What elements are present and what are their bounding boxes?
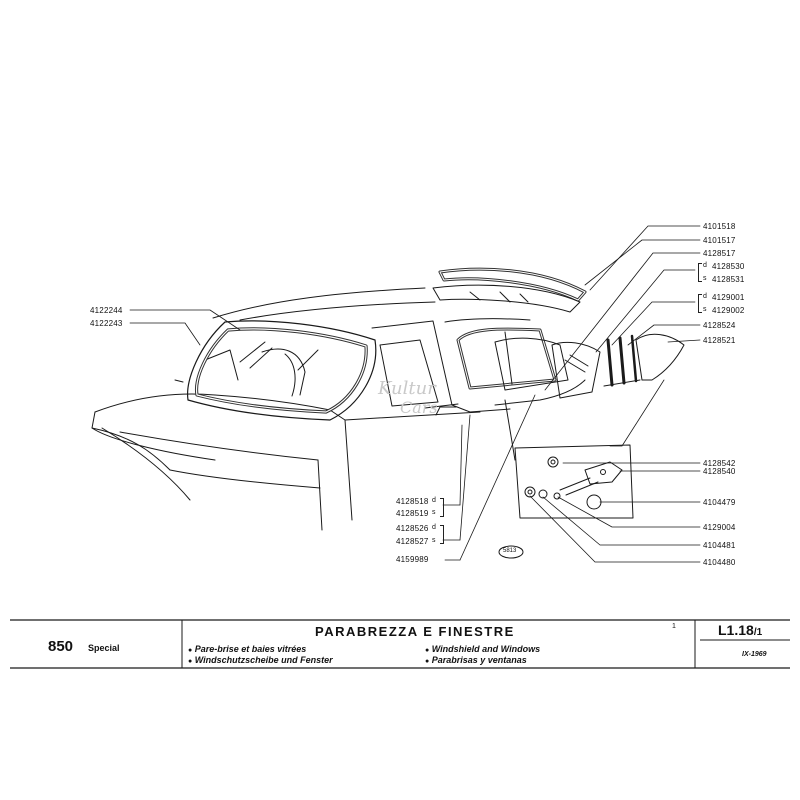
drawing-number: 5813 <box>503 548 517 554</box>
title-fr: Pare-brise et baies vitrées <box>194 644 307 654</box>
page-code: L1.18/1 <box>718 622 762 638</box>
side-marker: s <box>703 306 707 313</box>
part-label: 4122243 <box>90 319 123 328</box>
model-variant: Special <box>88 643 120 653</box>
drawing-number-oval <box>498 545 524 559</box>
part-label: 4128517 <box>703 249 736 258</box>
watermark-line2: Cars <box>400 398 438 417</box>
side-marker: d <box>703 262 707 269</box>
side-brace <box>698 263 702 282</box>
part-label: 4128530 <box>712 262 745 271</box>
vent-window-glass <box>551 341 601 399</box>
lang-line-fr: ● Pare-brise et baies vitrées <box>188 644 306 654</box>
part-label: 4104479 <box>703 498 736 507</box>
lang-line-es: ● Parabrisas y ventanas <box>425 655 527 665</box>
title-de: Windschutzscheibe und Fenster <box>194 655 333 665</box>
side-brace <box>440 498 444 517</box>
page-code-suffix: /1 <box>753 627 763 638</box>
part-label: 4128518 <box>396 497 429 506</box>
bullet-icon: ● <box>425 647 430 654</box>
part-label: 4128540 <box>703 467 736 476</box>
side-glass <box>635 333 685 381</box>
latch-detail <box>514 444 634 519</box>
part-label: 4128521 <box>703 336 736 345</box>
part-label: 4101518 <box>703 222 736 231</box>
part-label: 4128527 <box>396 537 429 546</box>
side-marker: s <box>432 509 436 516</box>
part-label: 4129004 <box>703 523 736 532</box>
lang-line-en: ● Windshield and Windows <box>425 644 540 654</box>
part-label: 4128524 <box>703 321 736 330</box>
car-body-outline <box>91 287 586 531</box>
model-number: 850 <box>48 638 74 655</box>
window-seals <box>603 334 641 387</box>
side-marker: d <box>432 524 436 531</box>
title-en: Windshield and Windows <box>431 644 541 654</box>
title-block-frame <box>10 619 790 669</box>
bullet-icon: ● <box>188 658 193 665</box>
part-label: 4104481 <box>703 541 736 550</box>
side-brace <box>698 294 702 313</box>
part-label: 4129002 <box>712 306 745 315</box>
part-label: 4104480 <box>703 558 736 567</box>
side-marker: d <box>703 293 707 300</box>
leader-lines <box>129 225 701 563</box>
quarter-window-frame <box>456 327 569 391</box>
windshield-glass <box>174 320 377 421</box>
part-label: 4129001 <box>712 293 745 302</box>
part-label: 4159989 <box>396 555 429 564</box>
title-es: Parabrisas y ventanas <box>431 655 527 665</box>
side-marker: d <box>432 497 436 504</box>
watermark-logo-sub: Cars <box>400 398 438 417</box>
revision-date: IX-1969 <box>742 651 767 658</box>
side-marker: s <box>703 275 707 282</box>
part-label: 4128542 <box>703 459 736 468</box>
watermark-logo: Kultur <box>378 378 436 399</box>
side-brace <box>440 525 444 544</box>
lang-line-de: ● Windschutzscheibe und Fenster <box>188 655 333 665</box>
part-label: 4122244 <box>90 306 123 315</box>
part-label: 4128526 <box>396 524 429 533</box>
sunroof-assembly <box>432 267 587 313</box>
bullet-icon: ● <box>188 647 193 654</box>
bullet-icon: ● <box>425 658 430 665</box>
part-label: 4101517 <box>703 236 736 245</box>
part-label: 4128531 <box>712 275 745 284</box>
watermark-line1: Kultur <box>378 378 436 399</box>
side-marker: s <box>432 537 436 544</box>
sheet-number: 1 <box>672 623 676 630</box>
page-code-main: L1.18 <box>718 622 754 638</box>
page-title: PARABREZZA E FINESTRE <box>315 624 515 639</box>
part-label: 4128519 <box>396 509 429 518</box>
